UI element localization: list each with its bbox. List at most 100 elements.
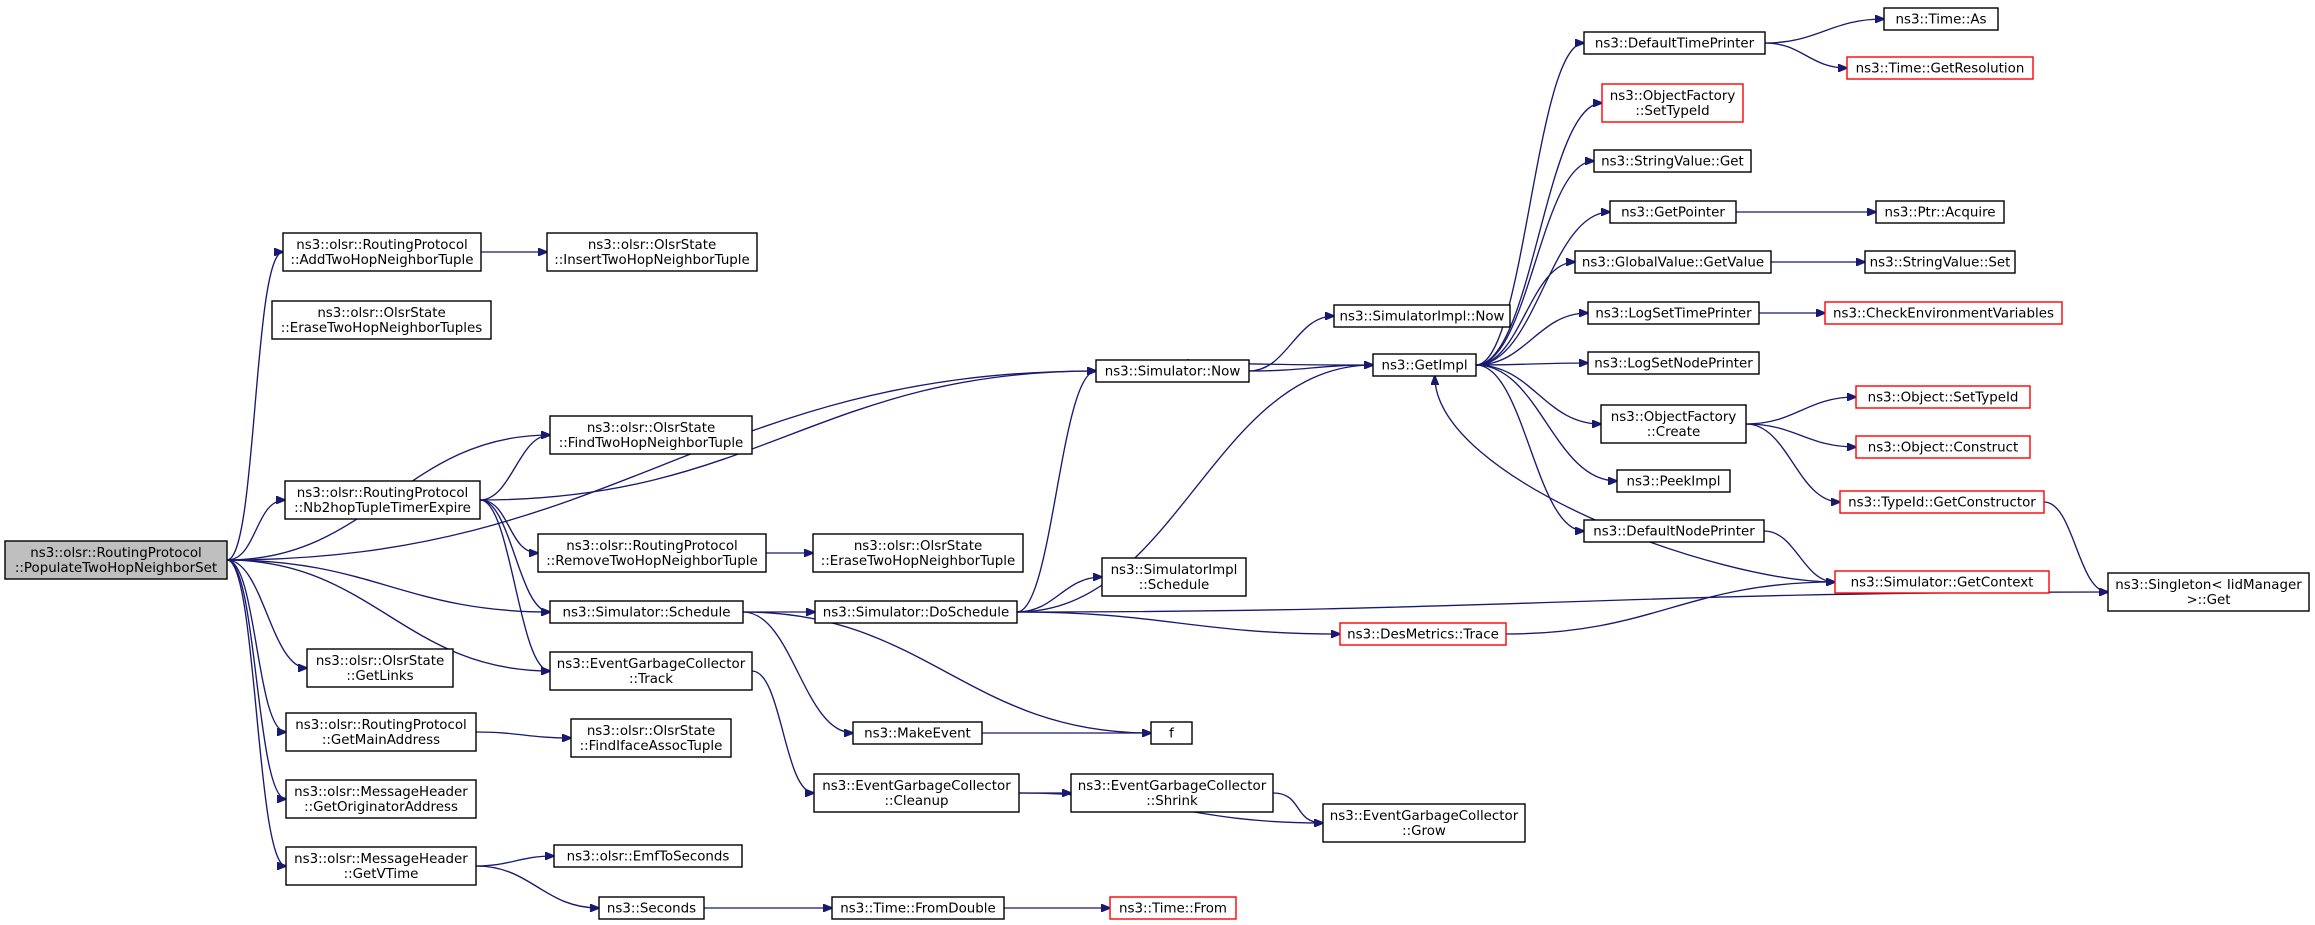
node-typeIdGetCtor[interactable]: ns3::TypeId::GetConstructor <box>1839 490 2045 514</box>
node-timeAs[interactable]: ns3::Time::As <box>1883 7 1999 31</box>
node-label: ::GetLinks <box>346 669 413 684</box>
node-box <box>282 232 482 272</box>
node-singletonGet[interactable]: ns3::Singleton< IidManager >::Get <box>2107 572 2310 612</box>
node-insertTwoHop[interactable]: ns3::olsr::OlsrState::InsertTwoHopNeighb… <box>546 232 758 272</box>
node-eraseTwoHopTuples[interactable]: ns3::olsr::OlsrState::EraseTwoHopNeighbo… <box>271 300 492 340</box>
node-getMainAddress[interactable]: ns3::olsr::RoutingProtocol::GetMainAddre… <box>285 712 477 752</box>
node-getLinks[interactable]: ns3::olsr::OlsrState::GetLinks <box>306 648 454 688</box>
node-desTrace[interactable]: ns3::DesMetrics::Trace <box>1339 622 1507 646</box>
node-defNodePrinter[interactable]: ns3::DefaultNodePrinter <box>1583 519 1765 543</box>
node-box <box>1109 896 1237 920</box>
node-removeTwoHop[interactable]: ns3::olsr::RoutingProtocol::RemoveTwoHop… <box>537 533 767 573</box>
node-schedule[interactable]: ns3::Simulator::Schedule <box>549 600 744 624</box>
node-getOriginator[interactable]: ns3::olsr::MessageHeader::GetOriginatorA… <box>285 779 477 819</box>
node-logSetTime[interactable]: ns3::LogSetTimePrinter <box>1587 301 1760 325</box>
node-fromDouble[interactable]: ns3::Time::FromDouble <box>831 896 1005 920</box>
node-label: >::Get <box>2186 593 2230 608</box>
edge-egcShrink-to-egcGrow <box>1272 792 1323 823</box>
node-box <box>1372 353 1477 377</box>
node-label: ns3::olsr::RoutingProtocol <box>295 718 467 733</box>
node-label: ::EraseTwoHopNeighborTuple <box>821 554 1016 569</box>
node-objSetTypeId[interactable]: ns3::Object::SetTypeId <box>1855 385 2031 409</box>
node-label: ns3::Time::From <box>1119 902 1227 917</box>
node-stringValueGet[interactable]: ns3::StringValue::Get <box>1593 149 1752 173</box>
node-label: ::Grow <box>1402 824 1446 839</box>
node-eraseTwoHop[interactable]: ns3::olsr::OlsrState::EraseTwoHopNeighbo… <box>812 533 1024 573</box>
node-logSetNode[interactable]: ns3::LogSetNodePrinter <box>1587 351 1760 375</box>
node-label: ns3::olsr::RoutingProtocol <box>297 486 469 501</box>
node-findTwoHop[interactable]: ns3::olsr::OlsrState::FindTwoHopNeighbor… <box>549 415 753 455</box>
node-box <box>549 415 753 455</box>
node-label: ns3::Seconds <box>607 902 696 917</box>
node-timeGetRes[interactable]: ns3::Time::GetResolution <box>1846 56 2034 80</box>
node-seconds[interactable]: ns3::Seconds <box>598 896 705 920</box>
node-simImplSchedule[interactable]: ns3::SimulatorImpl::Schedule <box>1101 557 1247 597</box>
node-f[interactable]: f <box>1150 721 1193 745</box>
node-peekImpl[interactable]: ns3::PeekImpl <box>1616 469 1731 493</box>
node-label: ns3::ObjectFactory <box>1611 410 1737 425</box>
node-box <box>1616 469 1731 493</box>
edge-simNow-to-simImplNow <box>1248 316 1334 372</box>
edge-getVTime-to-emfToSeconds <box>475 856 554 867</box>
node-box <box>1095 359 1250 383</box>
node-checkEnv[interactable]: ns3::CheckEnvironmentVariables <box>1824 301 2063 325</box>
node-box <box>1883 7 1999 31</box>
edge-schedule-to-f <box>742 611 1151 733</box>
node-label: ns3::olsr::MessageHeader <box>294 852 468 867</box>
node-getPointer[interactable]: ns3::GetPointer <box>1609 200 1737 224</box>
node-ofCreate[interactable]: ns3::ObjectFactory::Create <box>1600 404 1747 444</box>
node-box <box>1070 773 1274 813</box>
edge-getImpl-to-defTimePrinter <box>1475 43 1584 366</box>
node-egcGrow[interactable]: ns3::EventGarbageCollector::Grow <box>1322 803 1526 843</box>
node-box <box>284 480 481 520</box>
node-makeEvent[interactable]: ns3::MakeEvent <box>852 721 983 745</box>
node-defTimePrinter[interactable]: ns3::DefaultTimePrinter <box>1583 31 1766 55</box>
node-objConstruct[interactable]: ns3::Object::Construct <box>1855 435 2031 459</box>
node-label: ::SetTypeId <box>1635 104 1709 119</box>
node-gvGetValue[interactable]: ns3::GlobalValue::GetValue <box>1574 250 1772 274</box>
node-findIface[interactable]: ns3::olsr::OlsrState::FindIfaceAssocTupl… <box>570 718 732 758</box>
node-simNow[interactable]: ns3::Simulator::Now <box>1095 359 1250 383</box>
edge-ofCreate-to-objSetTypeId <box>1745 397 1856 425</box>
node-label: ns3::Simulator::GetContext <box>1851 576 2034 591</box>
node-box <box>1600 404 1747 444</box>
edge-root-to-getLinks <box>226 559 307 668</box>
node-box <box>306 648 454 688</box>
node-label: ::FindIfaceAssocTuple <box>580 739 723 754</box>
node-doSchedule[interactable]: ns3::Simulator::DoSchedule <box>814 600 1018 624</box>
node-getVTime[interactable]: ns3::olsr::MessageHeader::GetVTime <box>285 846 477 886</box>
node-ofSetTypeId[interactable]: ns3::ObjectFactory::SetTypeId <box>1601 83 1744 123</box>
node-box <box>1609 200 1737 224</box>
node-label: ns3::DefaultNodePrinter <box>1593 525 1755 540</box>
node-root[interactable]: ns3::olsr::RoutingProtocol::PopulateTwoH… <box>4 540 228 580</box>
node-egcShrink[interactable]: ns3::EventGarbageCollector::Shrink <box>1070 773 1274 813</box>
node-label: ns3::StringValue::Get <box>1601 155 1744 170</box>
node-label: f <box>1169 727 1174 742</box>
node-addTwoHop[interactable]: ns3::olsr::RoutingProtocol::AddTwoHopNei… <box>282 232 482 272</box>
node-box <box>1101 557 1247 597</box>
node-label: ns3::LogSetNodePrinter <box>1594 357 1753 372</box>
node-box <box>1574 250 1772 274</box>
edge-getImpl-to-stringValueGet <box>1475 161 1594 366</box>
node-label: ns3::Singleton< IidManager <box>2115 578 2302 593</box>
node-emfToSeconds[interactable]: ns3::olsr::EmfToSeconds <box>553 844 743 868</box>
node-ptrAcquire[interactable]: ns3::Ptr::Acquire <box>1875 200 2005 224</box>
edge-root-to-getVTime <box>226 559 286 866</box>
edge-simGetContext-to-getImpl <box>1435 376 1836 583</box>
node-nb2hop[interactable]: ns3::olsr::RoutingProtocol::Nb2hopTupleT… <box>284 480 481 520</box>
node-box <box>1322 803 1526 843</box>
node-timeFrom[interactable]: ns3::Time::From <box>1109 896 1237 920</box>
edge-root-to-getMainAddress <box>226 559 286 732</box>
edge-nb2hop-to-findTwoHop <box>479 435 550 501</box>
node-label: ns3::SimulatorImpl <box>1111 563 1238 578</box>
node-egcCleanup[interactable]: ns3::EventGarbageCollector::Cleanup <box>813 773 1020 813</box>
node-box <box>1875 200 2005 224</box>
node-egcTrack[interactable]: ns3::EventGarbageCollector::Track <box>549 651 753 691</box>
node-label: ns3::GlobalValue::GetValue <box>1582 256 1764 271</box>
node-simImplNow[interactable]: ns3::SimulatorImpl::Now <box>1333 304 1511 328</box>
node-getImpl[interactable]: ns3::GetImpl <box>1372 353 1477 377</box>
node-simGetContext[interactable]: ns3::Simulator::GetContext <box>1834 570 2050 594</box>
node-stringValueSet[interactable]: ns3::StringValue::Set <box>1864 250 2016 274</box>
edge-getImpl-to-gvGetValue <box>1475 262 1575 366</box>
